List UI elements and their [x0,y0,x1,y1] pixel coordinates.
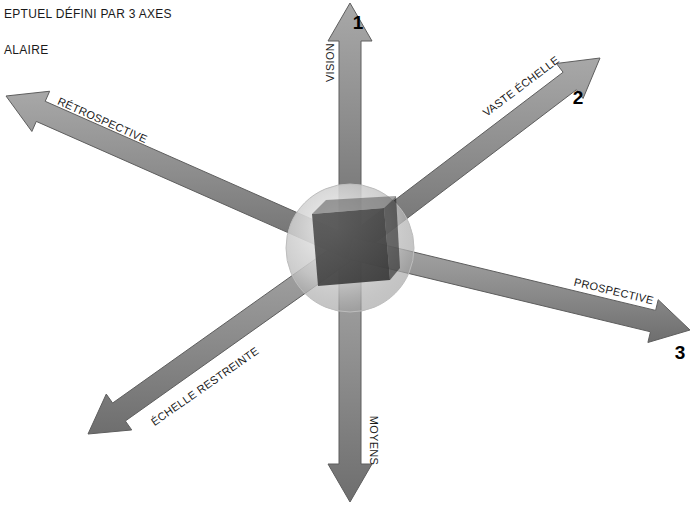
callout-number: 1 [353,13,364,32]
cube-top [312,196,396,214]
axis-arrows [6,3,690,502]
callout-number: 3 [675,343,686,362]
axis-label: VISION [326,42,337,81]
cube-side [384,196,400,280]
axis-label: RÉTROSPECTIVE [56,95,149,144]
cube-front [312,208,390,286]
title-fragment: EPTUEL DÉFINI PAR 3 AXES [4,8,172,20]
axis-label: ÉCHELLE RESTREINTE [149,345,260,428]
sphere [286,184,414,312]
callout-number: 2 [573,88,584,107]
axis-label: PROSPECTIVE [573,276,655,306]
subtitle-fragment: ALAIRE [4,44,49,56]
axis-label: VASTE ÉCHELLE [481,54,561,118]
center-sphere [286,184,414,312]
axis-label: MOYENS [368,415,379,464]
